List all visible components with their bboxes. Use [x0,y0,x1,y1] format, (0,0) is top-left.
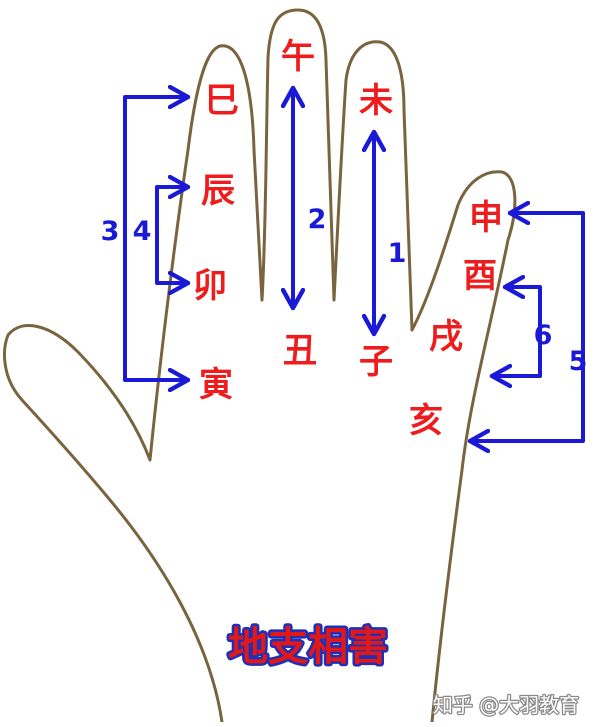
branch-zi: 子 [359,342,393,382]
pair-number-4: 4 [133,216,152,247]
pair-number-1: 1 [388,238,407,269]
branch-chou: 丑 [283,331,317,371]
branch-you: 酉 [463,256,497,296]
branch-chen: 辰 [201,171,235,211]
branch-si: 巳 [205,81,239,121]
pair-number-2: 2 [308,204,327,235]
arrow-pair-4 [155,187,188,283]
arrow-pair-5 [470,213,585,441]
branch-mao: 卯 [193,266,227,306]
watermark: 知乎 @大羽教育 [433,693,579,717]
branch-hai: 亥 [409,401,443,441]
pair-number-5: 5 [569,346,588,377]
branch-yin: 寅 [199,365,233,405]
branch-xu: 戌 [429,317,463,357]
branch-wu: 午 [281,37,315,77]
hand-outline [3,8,517,724]
branch-shen: 申 [469,198,503,238]
pair-number-6: 6 [534,320,553,351]
branch-wei: 未 [359,81,393,121]
arrow-pair-3 [123,97,188,380]
diagram-title: 地支相害 [228,624,388,670]
pair-number-3: 3 [101,216,120,247]
